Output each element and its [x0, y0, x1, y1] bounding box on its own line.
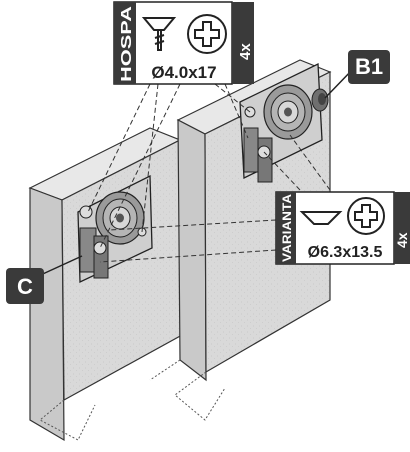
callout-b1-text: B1 [355, 54, 383, 79]
varianta-screw-label: VARIANTA 4x Ø6.3x13.5 [275, 191, 410, 265]
callout-c-text: C [17, 274, 33, 299]
hospa-brand-text: HOSPA [118, 6, 135, 82]
hospa-quantity-text: 4x [237, 43, 254, 60]
hinge-plate-right [239, 62, 329, 183]
callout-b1: B1 [324, 50, 390, 99]
hospa-size-text: Ø4.0x17 [151, 63, 216, 82]
cam-wheel-right [263, 84, 313, 140]
callout-c: C [6, 255, 83, 304]
countersunk-screw-icon [141, 17, 177, 51]
leader-lines [87, 83, 331, 263]
hinge-plate-left [77, 174, 153, 284]
varianta-size-text: Ø6.3x13.5 [308, 244, 383, 261]
pozidriv-cross-icon-hospa [187, 14, 227, 54]
cam-wheel-left [95, 191, 145, 245]
hospa-screw-label: HOSPA 4x Ø4.0x17 [113, 1, 254, 85]
adjustment-knob [311, 88, 329, 112]
pozidriv-cross-icon-varianta [347, 197, 385, 235]
flat-head-screw-icon [299, 211, 343, 225]
varianta-quantity-text: 4x [394, 232, 410, 248]
varianta-brand-text: VARIANTA [280, 194, 294, 262]
